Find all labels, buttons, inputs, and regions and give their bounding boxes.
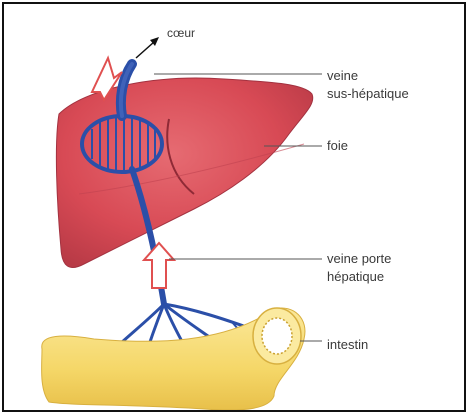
hepatic-vein-label-line1: veine xyxy=(327,68,358,84)
liver-label: foie xyxy=(327,138,348,154)
liver-circulation-illustration xyxy=(4,4,466,412)
flow-arrow-portal xyxy=(144,243,174,288)
heart-arrow xyxy=(136,37,159,58)
liver-shape xyxy=(56,78,312,267)
portal-vein-label-line1: veine porte xyxy=(327,251,391,267)
diagram-frame: cœur veine sus-hépatique foie veine port… xyxy=(2,2,466,412)
heart-label: cœur xyxy=(167,25,195,41)
intestine-label: intestin xyxy=(327,337,368,353)
hepatic-vein-label-line2: sus-hépatique xyxy=(327,86,409,102)
portal-vein-label-line2: hépatique xyxy=(327,269,384,285)
